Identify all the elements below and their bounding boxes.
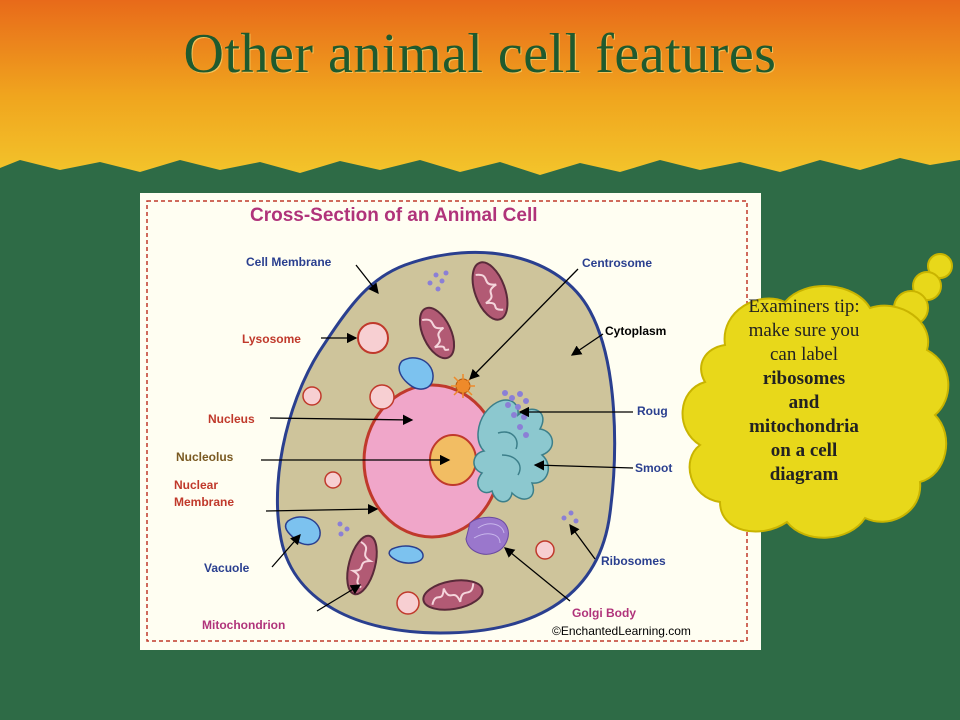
vacuole-3 [388, 545, 424, 564]
label-nuclear-membrane-1: Nuclear [174, 478, 218, 492]
label-ribosomes: Ribosomes [601, 554, 666, 568]
mitochondrion-2 [418, 306, 456, 360]
label-cell-membrane: Cell Membrane [246, 255, 332, 269]
label-vacuole: Vacuole [204, 561, 250, 575]
callout-bold-1: ribosomes [762, 368, 846, 389]
label-mitochondrion: Mitochondrion [202, 618, 285, 632]
callout-bold-5: diagram [769, 464, 839, 485]
vacuole-1 [398, 357, 434, 390]
vesicle-3 [324, 471, 342, 489]
label-golgi-body: Golgi Body [572, 606, 636, 620]
label-nuclear-membrane-2: Membrane [174, 495, 234, 509]
vesicle-4 [535, 540, 555, 560]
label-rough-er: Roug [637, 404, 668, 418]
label-cytoplasm: Cytoplasm [605, 324, 666, 338]
label-nucleus: Nucleus [208, 412, 255, 426]
cell-diagram-svg: Cross-Section of an Animal Cell [140, 193, 761, 650]
mitochondrion-1 [471, 261, 509, 321]
diagram-heading: Cross-Section of an Animal Cell [250, 205, 538, 226]
label-lysosome: Lysosome [242, 332, 301, 346]
label-centrosome: Centrosome [582, 256, 652, 270]
callout-bold-3: mitochondria [749, 416, 859, 437]
tip-callout-bubble [681, 253, 953, 539]
centrosome-shape [451, 374, 475, 398]
vesicle-1 [302, 386, 322, 406]
vesicle-2 [369, 384, 395, 410]
callout-text: Examiners tip: make sure you can label r… [718, 295, 890, 487]
callout-bold-2: and [788, 392, 820, 413]
mitochondrion-4 [422, 579, 484, 611]
label-smooth-er: Smoot [635, 461, 672, 475]
ribosome-dots [337, 270, 579, 537]
bubble-cloud [681, 253, 953, 539]
slide-title: Other animal cell features [183, 23, 777, 85]
lysosome-shape [357, 322, 389, 354]
vesicle-5 [396, 591, 420, 615]
cell-diagram: Cross-Section of an Animal Cell [140, 193, 761, 650]
endoplasmic-reticulum [473, 399, 553, 503]
callout-line-3: can label [769, 344, 839, 365]
label-nucleolus: Nucleolus [176, 450, 234, 464]
golgi-body-shape [465, 516, 509, 555]
callout-line-1: Examiners tip: [748, 296, 860, 317]
diagram-credit: ©EnchantedLearning.com [552, 624, 691, 638]
callout-bold-4: on a cell [770, 440, 838, 461]
callout-line-2: make sure you [748, 320, 860, 341]
